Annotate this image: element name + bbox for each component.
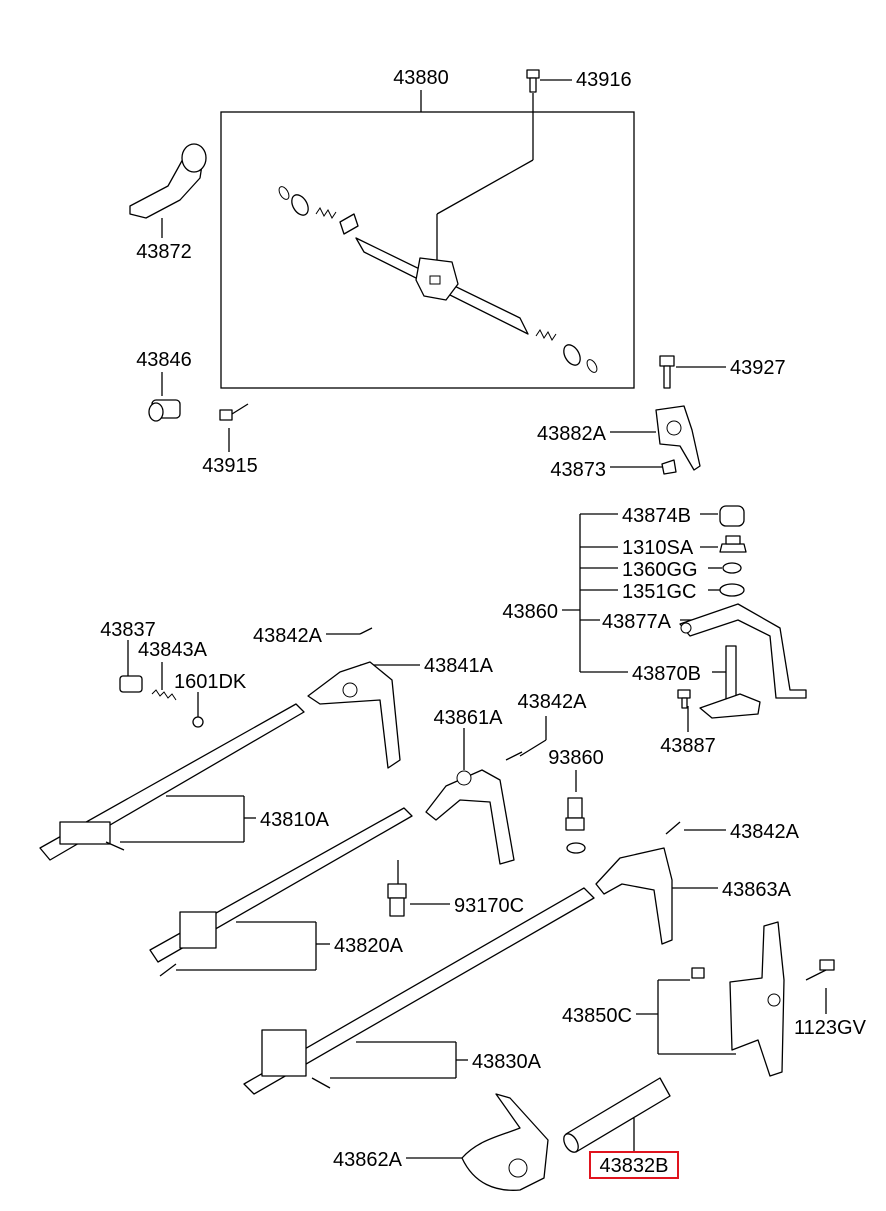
- pin-43842A-top: [359, 627, 373, 635]
- label-43882A[interactable]: 43882A: [537, 423, 607, 445]
- label-43877A[interactable]: 43877A: [602, 611, 672, 633]
- label-43837[interactable]: 43837: [100, 619, 156, 641]
- tube-43832B: [563, 1077, 671, 1153]
- label-43916[interactable]: 43916: [576, 69, 632, 91]
- pin-43873: [661, 459, 677, 475]
- pin-43842A-mid: [505, 751, 523, 761]
- washer-1351GC: [719, 583, 745, 597]
- fork-43841A: [307, 661, 401, 769]
- label-43820A[interactable]: 43820A: [334, 935, 404, 957]
- nut-1310SA: [719, 535, 747, 553]
- bracket-43877A: [679, 603, 807, 699]
- bolt-43927: [659, 355, 675, 389]
- label-43841A[interactable]: 43841A: [424, 655, 494, 677]
- label-43874B[interactable]: 43874B: [622, 505, 691, 527]
- label-43862A[interactable]: 43862A: [333, 1149, 403, 1171]
- highlight-box: [589, 1151, 679, 1179]
- label-43872[interactable]: 43872: [136, 241, 192, 263]
- pivot-43870B: [699, 645, 761, 719]
- label-43842A-mid[interactable]: 43842A: [518, 691, 588, 713]
- label-43860[interactable]: 43860: [502, 601, 558, 623]
- label-43863A[interactable]: 43863A: [722, 879, 792, 901]
- bolt-43916: [526, 69, 540, 93]
- label-93860[interactable]: 93860: [548, 747, 604, 769]
- fork-43862A: [461, 1093, 549, 1191]
- label-1360GG[interactable]: 1360GG: [622, 559, 698, 581]
- bracket-43882A: [655, 405, 701, 471]
- switch-93860: [565, 797, 586, 854]
- plug-43837: [119, 675, 143, 693]
- label-43873[interactable]: 43873: [550, 459, 606, 481]
- shift-shaft-assembly-43880: [278, 186, 598, 373]
- part-labels: 43880 43916 43872 43846 43915 43927 4388…: [100, 67, 867, 1179]
- plug-43846: [148, 399, 181, 422]
- label-1310SA[interactable]: 1310SA: [622, 537, 694, 559]
- label-43830A[interactable]: 43830A: [472, 1051, 542, 1073]
- leader-lines: [120, 79, 827, 1159]
- bolt-1123GV: [805, 959, 835, 981]
- label-43861A[interactable]: 43861A: [434, 707, 504, 729]
- label-1123GV[interactable]: 1123GV: [794, 1017, 867, 1039]
- lever-43872: [129, 143, 207, 219]
- fork-43863A: [595, 847, 673, 945]
- fork-43861A: [425, 769, 515, 865]
- rail-43830A: [243, 887, 595, 1095]
- label-43870B[interactable]: 43870B: [632, 663, 701, 685]
- label-43842A-lower[interactable]: 43842A: [730, 821, 800, 843]
- label-43850C[interactable]: 43850C: [562, 1005, 632, 1027]
- ball-1601DK: [192, 716, 204, 728]
- label-43887[interactable]: 43887: [660, 735, 716, 757]
- label-43810A[interactable]: 43810A: [260, 809, 330, 831]
- sensor-93170C: [387, 860, 407, 917]
- label-43927[interactable]: 43927: [730, 357, 786, 379]
- label-43843A[interactable]: 43843A: [138, 639, 208, 661]
- label-1601DK[interactable]: 1601DK: [174, 671, 247, 693]
- label-43842A-top[interactable]: 43842A: [253, 625, 323, 647]
- part-drawings: [39, 69, 835, 1191]
- label-43880[interactable]: 43880: [393, 67, 449, 89]
- bolt-43887: [677, 689, 691, 709]
- rail-43820A: [149, 807, 413, 977]
- rail-43810A: [39, 703, 305, 861]
- washer-1360GG: [722, 562, 742, 574]
- lever-43850C: [691, 921, 785, 1077]
- pin-43842A-lower: [665, 821, 681, 835]
- bolt-43915: [219, 403, 249, 421]
- label-43832B[interactable]: 43832B: [600, 1155, 669, 1177]
- label-93170C[interactable]: 93170C: [454, 895, 524, 917]
- label-43846[interactable]: 43846: [136, 349, 192, 371]
- spring-43843A: [151, 689, 177, 701]
- label-43915[interactable]: 43915: [202, 455, 258, 477]
- cap-43874B: [719, 505, 745, 527]
- label-1351GC[interactable]: 1351GC: [622, 581, 697, 603]
